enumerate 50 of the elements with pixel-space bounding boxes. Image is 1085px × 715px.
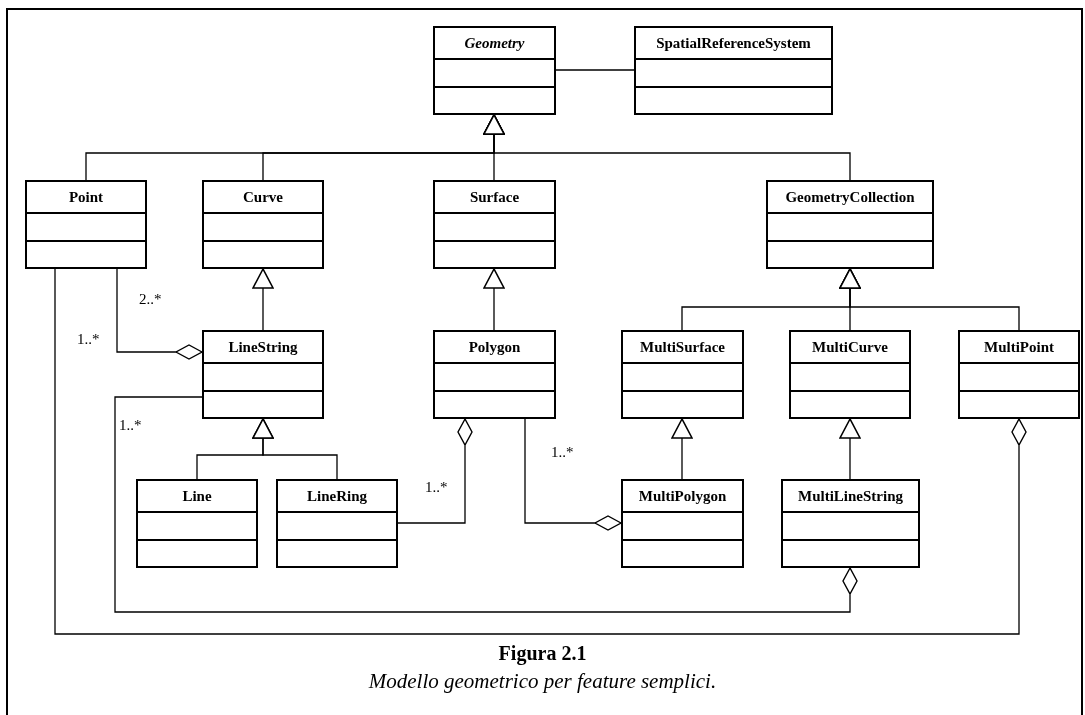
class-name: Curve	[243, 187, 283, 207]
class-name: SpatialReferenceSystem	[656, 33, 811, 53]
inheritance-arrow	[252, 418, 338, 480]
inheritance-arrow	[483, 114, 851, 181]
class-name: MultiLineString	[798, 486, 903, 506]
class-name: MultiPoint	[984, 337, 1054, 357]
multiplicity-label: 2..*	[138, 292, 163, 307]
association-line	[555, 69, 635, 71]
class-name: Line	[182, 486, 212, 506]
class-name: Polygon	[468, 337, 521, 357]
aggregation-line	[54, 268, 1027, 635]
class-box	[25, 180, 147, 269]
class-box	[136, 479, 258, 568]
class-box	[621, 479, 744, 568]
class-name: Geometry	[464, 33, 525, 53]
class-name: GeometryCollection	[785, 187, 915, 207]
aggregation-line	[397, 418, 473, 524]
inheritance-arrow	[839, 418, 861, 480]
class-box	[276, 479, 398, 568]
figure-number: Figura 2.1	[498, 641, 587, 666]
class-box	[766, 180, 934, 269]
multiplicity-label: 1..*	[550, 445, 575, 460]
class-name: MultiCurve	[812, 337, 888, 357]
multiplicity-label: 1..*	[424, 480, 449, 495]
class-name: Point	[68, 187, 104, 207]
class-box	[202, 180, 324, 269]
aggregation-line	[524, 418, 622, 531]
class-box	[781, 479, 920, 568]
inheritance-arrow	[483, 268, 505, 331]
class-name: LineRing	[307, 486, 367, 506]
class-name: LineString	[228, 337, 298, 357]
class-name: MultiSurface	[640, 337, 725, 357]
class-box	[202, 330, 324, 419]
class-box	[433, 26, 556, 115]
class-box	[958, 330, 1080, 419]
inheritance-arrow	[839, 268, 1020, 331]
inheritance-arrow	[252, 268, 274, 331]
inheritance-arrow	[671, 418, 693, 480]
class-name: Surface	[469, 187, 520, 207]
class-box	[634, 26, 833, 115]
class-box	[433, 330, 556, 419]
figure-caption: Modello geometrico per feature semplici.	[368, 668, 717, 695]
class-box	[621, 330, 744, 419]
multiplicity-label: 1..*	[76, 332, 101, 347]
aggregation-line	[116, 268, 203, 360]
class-name: MultiPolygon	[638, 486, 727, 506]
class-box	[789, 330, 911, 419]
aggregation-line	[114, 396, 858, 613]
multiplicity-label: 1..*	[118, 418, 143, 433]
class-box	[433, 180, 556, 269]
